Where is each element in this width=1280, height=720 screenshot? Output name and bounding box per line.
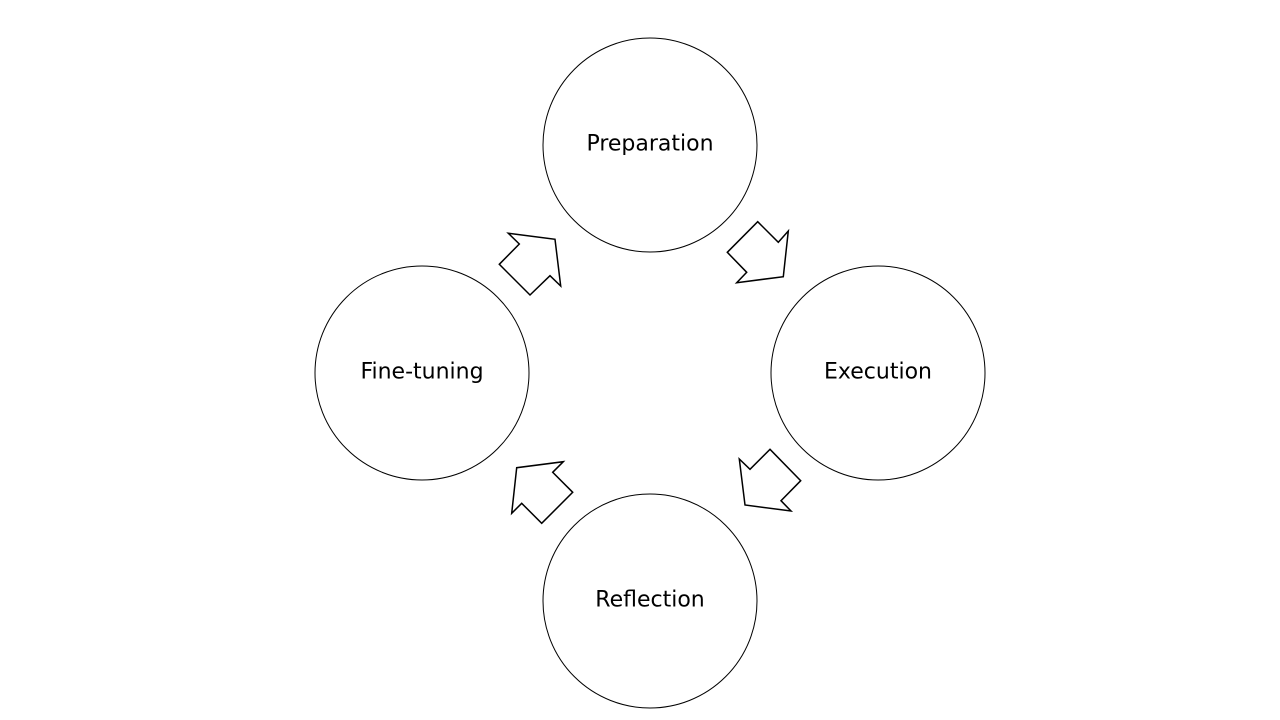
node-reflection-label: Reflection — [595, 588, 704, 613]
node-fine-tuning-circle — [314, 265, 530, 481]
node-preparation-label: Preparation — [586, 132, 713, 157]
node-fine-tuning: Fine-tuning — [314, 265, 530, 481]
node-execution-label: Execution — [824, 360, 932, 385]
arrow-execution-to-reflection-icon — [738, 448, 802, 513]
node-execution: Execution — [770, 265, 986, 481]
node-reflection: Reflection — [542, 493, 758, 709]
node-preparation: Preparation — [542, 37, 758, 253]
arrow-fine-tuning-to-preparation-icon — [498, 232, 562, 297]
node-preparation-circle — [542, 37, 758, 253]
arrow-reflection-to-fine-tuning-icon — [510, 460, 574, 525]
arrow-preparation-to-execution-icon — [726, 220, 790, 284]
node-fine-tuning-label: Fine-tuning — [360, 360, 483, 385]
node-execution-circle — [770, 265, 986, 481]
node-reflection-circle — [542, 493, 758, 709]
